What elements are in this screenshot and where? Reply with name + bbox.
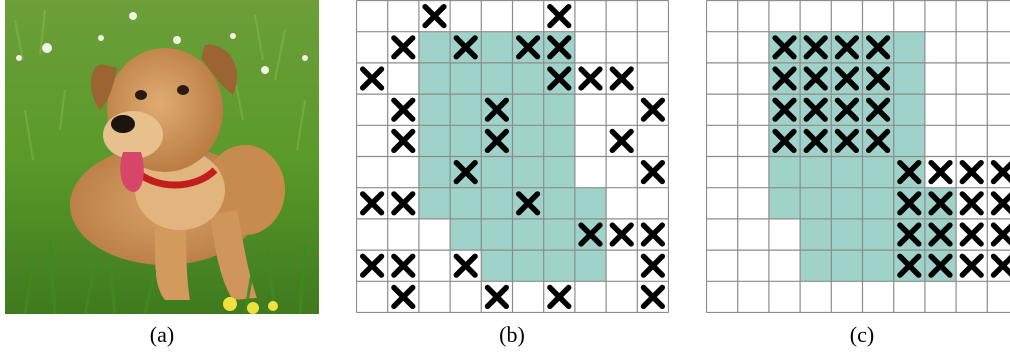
cross-mark [394, 194, 413, 213]
filled-cell [800, 157, 831, 188]
cross-mark [644, 256, 663, 275]
filled-cell [544, 250, 575, 281]
filled-cell [513, 63, 544, 94]
filled-cell [863, 157, 894, 188]
filled-cell [894, 32, 925, 63]
cross-mark [394, 288, 413, 307]
filled-cell [894, 125, 925, 156]
filled-cell [544, 125, 575, 156]
cross-mark [994, 194, 1010, 213]
filled-cell [800, 219, 831, 250]
cross-mark [363, 69, 382, 88]
photo-panel [5, 0, 319, 314]
filled-cell [544, 94, 575, 125]
filled-cell [894, 94, 925, 125]
cross-mark [394, 256, 413, 275]
cross-mark [994, 163, 1010, 182]
dog-photo [5, 0, 319, 314]
cross-mark [394, 38, 413, 57]
filled-cell [450, 188, 481, 219]
cross-mark [644, 225, 663, 244]
cross-mark [612, 69, 631, 88]
filled-cell [419, 94, 450, 125]
cross-mark [363, 256, 382, 275]
cross-mark [962, 225, 981, 244]
filled-cell [481, 219, 512, 250]
cross-mark [994, 256, 1010, 275]
cross-mark [962, 256, 981, 275]
filled-cell [513, 157, 544, 188]
filled-cell [544, 219, 575, 250]
cross-mark [931, 163, 950, 182]
filled-cell [769, 157, 800, 188]
cross-mark [962, 194, 981, 213]
filled-cell [800, 250, 831, 281]
cross-mark [550, 288, 569, 307]
filled-cell [575, 250, 606, 281]
cross-mark [394, 100, 413, 119]
filled-cell [863, 188, 894, 219]
filled-cell [419, 63, 450, 94]
filled-cell [513, 250, 544, 281]
cross-mark [550, 7, 569, 26]
filled-cell [863, 219, 894, 250]
cross-mark [581, 69, 600, 88]
filled-cell [450, 94, 481, 125]
filled-cell [831, 219, 862, 250]
filled-cell [481, 250, 512, 281]
cross-mark [363, 194, 382, 213]
cross-mark [644, 163, 663, 182]
filled-cell [481, 157, 512, 188]
grid-panel-c [706, 0, 1010, 313]
cross-mark [612, 132, 631, 151]
filled-cell [800, 188, 831, 219]
filled-cell [481, 188, 512, 219]
cross-mark [488, 288, 507, 307]
filled-cell [544, 188, 575, 219]
filled-cell [450, 63, 481, 94]
filled-cell [863, 250, 894, 281]
filled-cell [894, 63, 925, 94]
filled-cell [419, 32, 450, 63]
grid-b [356, 0, 669, 313]
filled-cell [513, 125, 544, 156]
cross-mark [994, 225, 1010, 244]
cross-mark [425, 7, 444, 26]
caption-c: (c) [822, 322, 902, 348]
cross-mark [394, 132, 413, 151]
filled-cell [450, 125, 481, 156]
filled-cell [481, 32, 512, 63]
grid-panel-b [356, 0, 669, 313]
filled-cell [831, 188, 862, 219]
filled-cell [450, 219, 481, 250]
filled-cell [513, 94, 544, 125]
cross-mark [612, 225, 631, 244]
cross-mark [644, 288, 663, 307]
filled-cell [544, 157, 575, 188]
filled-cell [575, 188, 606, 219]
filled-cell [419, 188, 450, 219]
cross-mark [456, 256, 475, 275]
filled-cell [481, 63, 512, 94]
filled-cell [831, 250, 862, 281]
grid-c [706, 0, 1010, 313]
filled-cell [419, 125, 450, 156]
filled-cell [513, 219, 544, 250]
caption-b: (b) [472, 322, 552, 348]
filled-cell [769, 188, 800, 219]
filled-cell [419, 157, 450, 188]
caption-a: (a) [122, 322, 202, 348]
cross-mark [644, 100, 663, 119]
cross-mark [962, 163, 981, 182]
filled-cell [831, 157, 862, 188]
